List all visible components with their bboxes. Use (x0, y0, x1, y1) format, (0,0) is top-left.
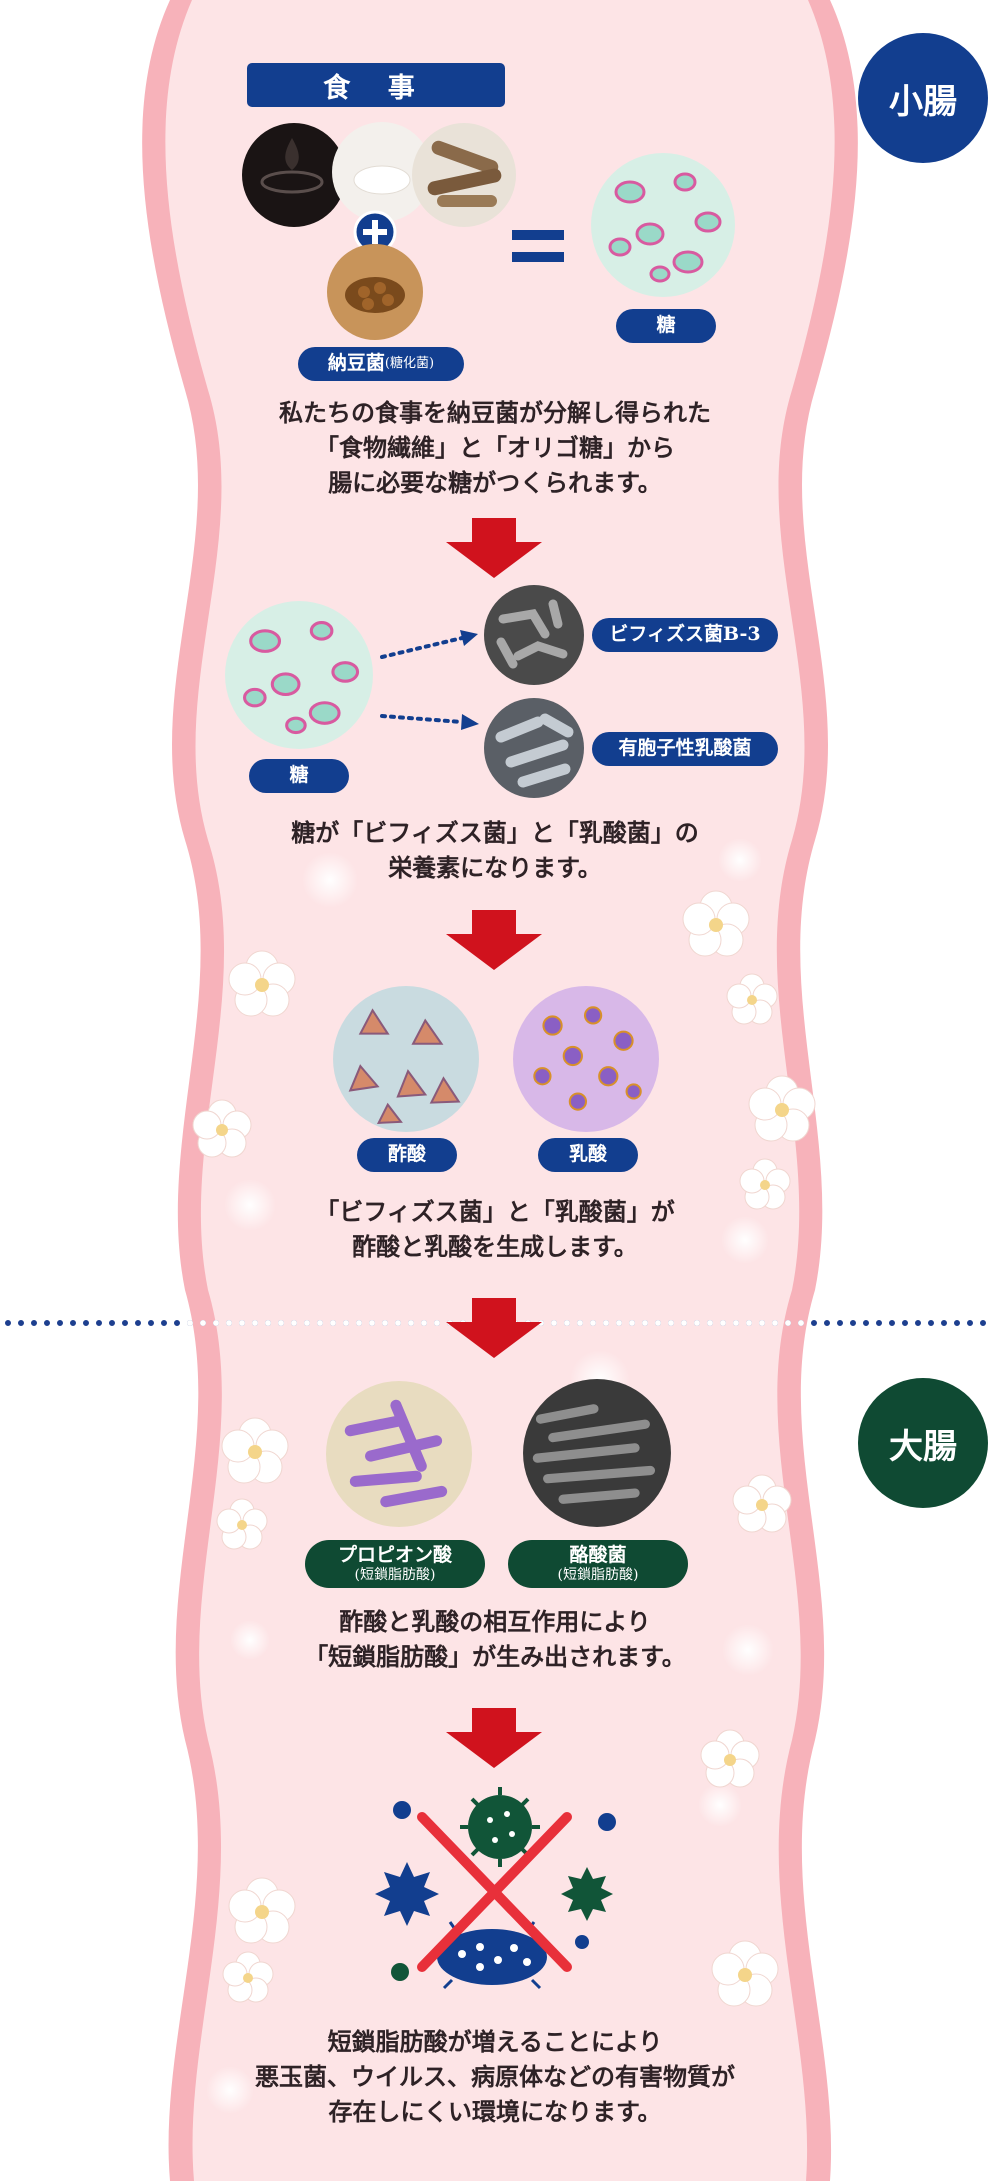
bacteria-icon (437, 1921, 547, 1990)
virus-icon (460, 1787, 540, 1867)
cross-mark-icon (417, 1812, 572, 1972)
germ-icon (375, 1862, 439, 1926)
caption-4-line: 酢酸と乳酸の相互作用により (339, 1607, 651, 1636)
sugar-label: 糖 (616, 309, 716, 343)
lactic-acid-micrograph-icon (513, 986, 659, 1132)
germ-icon (561, 1867, 613, 1921)
caption-2: 糖が「ビフィズス菌」と「乳酸菌」の 栄養素になります。 (180, 815, 810, 885)
meal-ingredients (242, 122, 516, 340)
caption-4: 酢酸と乳酸の相互作用により 「短鎖脂肪酸」が生み出されます。 (180, 1604, 810, 1674)
propionic-label: プロピオン酸 (短鎖脂肪酸) (305, 1540, 485, 1588)
dotted-arrow-icon (380, 630, 479, 730)
caption-3-line: 「ビフィズス菌」と「乳酸菌」が (315, 1197, 675, 1226)
caption-5-line: 悪玉菌、ウイルス、病原体などの有害物質が (255, 2062, 735, 2091)
caption-5-line: 短鎖脂肪酸が増えることにより (327, 2027, 663, 2056)
sugar-micrograph-icon (591, 153, 735, 297)
propionic-label-sub: (短鎖脂肪酸) (354, 1566, 436, 1583)
small-intestine-badge: 小腸 (858, 33, 988, 163)
butyric-label-sub: (短鎖脂肪酸) (557, 1566, 639, 1583)
caption-1-line: 腸に必要な糖がつくられます。 (328, 468, 662, 497)
meal-label: 食 事 (247, 63, 505, 107)
caption-4-line: 「短鎖脂肪酸」が生み出されます。 (304, 1642, 686, 1671)
equals-icon (512, 230, 564, 262)
intestine-inner (165, 0, 835, 2181)
down-arrow-icon (446, 1298, 542, 1358)
caption-2-line: 糖が「ビフィズス菌」と「乳酸菌」の (291, 818, 699, 847)
natto-icon (327, 244, 423, 340)
acetic-acid-micrograph-icon (333, 986, 479, 1132)
caption-1: 私たちの食事を納豆菌が分解し得られた 「食物繊維」と「オリゴ糖」から 腸に必要な… (180, 395, 810, 500)
down-arrow-icon (446, 910, 542, 970)
caption-1-line: 私たちの食事を納豆菌が分解し得られた (279, 398, 711, 427)
caption-5: 短鎖脂肪酸が増えることにより 悪玉菌、ウイルス、病原体などの有害物質が 存在しに… (180, 2024, 810, 2129)
propionic-micrograph-icon (326, 1381, 472, 1527)
down-arrow-icon (446, 518, 542, 578)
lactic-spore-label: 有胞子性乳酸菌 (592, 732, 778, 766)
butyric-micrograph-icon (523, 1379, 671, 1527)
caption-1-line: 「食物繊維」と「オリゴ糖」から (315, 433, 675, 462)
sugar-label: 糖 (249, 759, 349, 793)
caption-2-line: 栄養素になります。 (388, 853, 602, 882)
caption-5-line: 存在しにくい環境になります。 (328, 2097, 662, 2126)
flour-icon (332, 122, 432, 222)
acetic-label: 酢酸 (357, 1138, 457, 1172)
bifidus-micrograph-icon (484, 585, 584, 685)
propionic-label-text: プロピオン酸 (337, 1543, 452, 1566)
sauce-drop-icon (242, 123, 346, 227)
harmful-substances-crossed (375, 1787, 616, 1990)
natto-label: 納豆菌 (糖化菌) (298, 347, 464, 381)
natto-label-text: 納豆菌 (327, 352, 385, 375)
flower-icon (192, 890, 816, 2007)
lactic-spore-micrograph-icon (484, 698, 584, 798)
sugar-micrograph-icon (225, 601, 373, 749)
natto-label-sub: (糖化菌) (384, 356, 435, 372)
down-arrow-icon (446, 1708, 542, 1768)
caption-3: 「ビフィズス菌」と「乳酸菌」が 酢酸と乳酸を生成します。 (180, 1194, 810, 1264)
burdock-root-icon (412, 123, 516, 227)
caption-3-line: 酢酸と乳酸を生成します。 (352, 1232, 638, 1261)
lactic-label: 乳酸 (538, 1138, 638, 1172)
large-intestine-badge: 大腸 (858, 1378, 988, 1508)
butyric-label: 酪酸菌 (短鎖脂肪酸) (508, 1540, 688, 1588)
bifidus-label: ビフィズス菌B-3 (592, 618, 778, 652)
butyric-label-text: 酪酸菌 (569, 1543, 627, 1566)
